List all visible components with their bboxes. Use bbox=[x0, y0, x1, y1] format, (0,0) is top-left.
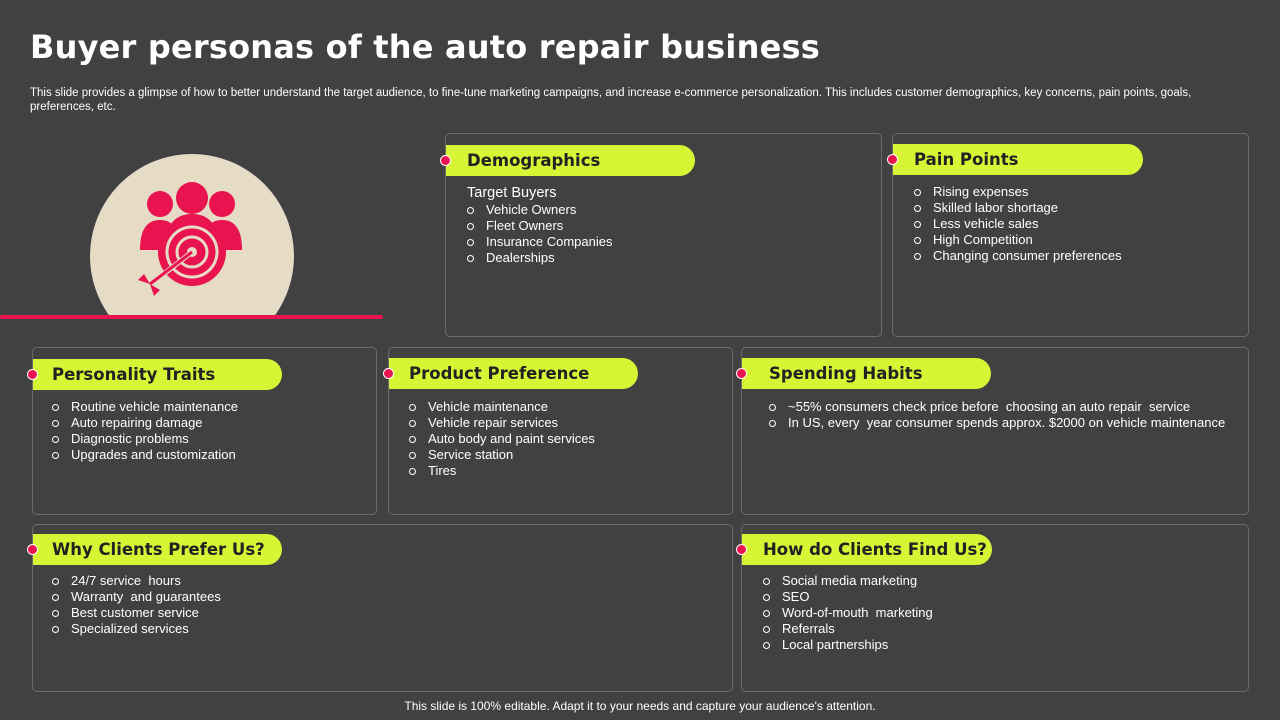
demographics-title: Demographics bbox=[440, 145, 695, 176]
bullet-dot-icon bbox=[27, 544, 38, 555]
circle-bullet-icon bbox=[763, 593, 770, 601]
pain-points-title: Pain Points bbox=[887, 144, 1143, 175]
circle-bullet-icon bbox=[52, 625, 59, 633]
personality-traits-title: Personality Traits bbox=[27, 359, 282, 390]
list-item: Dealerships bbox=[467, 250, 612, 266]
circle-bullet-icon bbox=[467, 222, 474, 230]
bullet-dot-icon bbox=[736, 544, 747, 555]
circle-bullet-icon bbox=[409, 435, 416, 443]
circle-bullet-icon bbox=[467, 206, 474, 214]
circle-bullet-icon bbox=[52, 435, 59, 443]
find-us-list: Social media marketing SEO Word-of-mouth… bbox=[763, 573, 933, 653]
list-item: Word-of-mouth marketing bbox=[763, 605, 933, 621]
list-item: SEO bbox=[763, 589, 933, 605]
bullet-dot-icon bbox=[27, 369, 38, 380]
list-item: Best customer service bbox=[52, 605, 221, 621]
circle-bullet-icon bbox=[409, 419, 416, 427]
demographics-list: Target Buyers Vehicle Owners Fleet Owner… bbox=[467, 184, 612, 266]
list-item: Tires bbox=[409, 463, 595, 479]
list-item: Specialized services bbox=[52, 621, 221, 637]
product-preference-title: Product Preference bbox=[383, 358, 638, 389]
circle-bullet-icon bbox=[467, 254, 474, 262]
list-item: Local partnerships bbox=[763, 637, 933, 653]
circle-bullet-icon bbox=[409, 451, 416, 459]
circle-bullet-icon bbox=[52, 609, 59, 617]
circle-bullet-icon bbox=[52, 593, 59, 601]
list-item: Fleet Owners bbox=[467, 218, 612, 234]
list-item: Less vehicle sales bbox=[914, 216, 1122, 232]
circle-bullet-icon bbox=[763, 625, 770, 633]
circle-bullet-icon bbox=[769, 403, 776, 411]
find-us-title: How do Clients Find Us? bbox=[736, 534, 992, 565]
circle-bullet-icon bbox=[763, 609, 770, 617]
circle-bullet-icon bbox=[769, 419, 776, 427]
list-item: Auto body and paint services bbox=[409, 431, 595, 447]
circle-bullet-icon bbox=[409, 403, 416, 411]
spending-habits-list: ~55% consumers check price before choosi… bbox=[769, 399, 1225, 431]
circle-bullet-icon bbox=[914, 236, 921, 244]
footer-note: This slide is 100% editable. Adapt it to… bbox=[404, 699, 876, 713]
circle-bullet-icon bbox=[52, 577, 59, 585]
circle-bullet-icon bbox=[914, 204, 921, 212]
list-item: Vehicle maintenance bbox=[409, 399, 595, 415]
list-item: Warranty and guarantees bbox=[52, 589, 221, 605]
list-item: ~55% consumers check price before choosi… bbox=[769, 399, 1225, 415]
bullet-dot-icon bbox=[736, 368, 747, 379]
list-item: Auto repairing damage bbox=[52, 415, 238, 431]
list-item: Vehicle repair services bbox=[409, 415, 595, 431]
why-clients-list: 24/7 service hours Warranty and guarante… bbox=[52, 573, 221, 637]
list-item: Upgrades and customization bbox=[52, 447, 238, 463]
why-clients-title: Why Clients Prefer Us? bbox=[27, 534, 282, 565]
circle-bullet-icon bbox=[52, 451, 59, 459]
circle-bullet-icon bbox=[763, 577, 770, 585]
list-item: Diagnostic problems bbox=[52, 431, 238, 447]
list-item: In US, every year consumer spends approx… bbox=[769, 415, 1225, 431]
bullet-dot-icon bbox=[383, 368, 394, 379]
list-item: Vehicle Owners bbox=[467, 202, 612, 218]
list-item: Routine vehicle maintenance bbox=[52, 399, 238, 415]
circle-bullet-icon bbox=[467, 238, 474, 246]
circle-bullet-icon bbox=[763, 641, 770, 649]
page-title: Buyer personas of the auto repair busine… bbox=[30, 28, 820, 66]
target-audience-icon bbox=[0, 154, 383, 319]
page-subtitle: This slide provides a glimpse of how to … bbox=[30, 87, 1192, 113]
personality-traits-list: Routine vehicle maintenance Auto repairi… bbox=[52, 399, 238, 463]
circle-bullet-icon bbox=[914, 220, 921, 228]
spending-habits-title: Spending Habits bbox=[736, 358, 991, 389]
list-item: Changing consumer preferences bbox=[914, 248, 1122, 264]
list-item: Service station bbox=[409, 447, 595, 463]
list-item: 24/7 service hours bbox=[52, 573, 221, 589]
list-item: Skilled labor shortage bbox=[914, 200, 1122, 216]
circle-bullet-icon bbox=[52, 403, 59, 411]
find-us-card bbox=[741, 524, 1249, 692]
list-item: Rising expenses bbox=[914, 184, 1122, 200]
circle-bullet-icon bbox=[914, 252, 921, 260]
circle-bullet-icon bbox=[914, 188, 921, 196]
target-buyers-heading: Target Buyers bbox=[467, 185, 557, 201]
pain-points-list: Rising expenses Skilled labor shortage L… bbox=[914, 184, 1122, 264]
product-preference-list: Vehicle maintenance Vehicle repair servi… bbox=[409, 399, 595, 479]
list-item: High Competition bbox=[914, 232, 1122, 248]
list-item: Insurance Companies bbox=[467, 234, 612, 250]
bullet-dot-icon bbox=[440, 155, 451, 166]
circle-bullet-icon bbox=[52, 419, 59, 427]
list-item: Referrals bbox=[763, 621, 933, 637]
list-item: Social media marketing bbox=[763, 573, 933, 589]
bullet-dot-icon bbox=[887, 154, 898, 165]
circle-bullet-icon bbox=[409, 467, 416, 475]
